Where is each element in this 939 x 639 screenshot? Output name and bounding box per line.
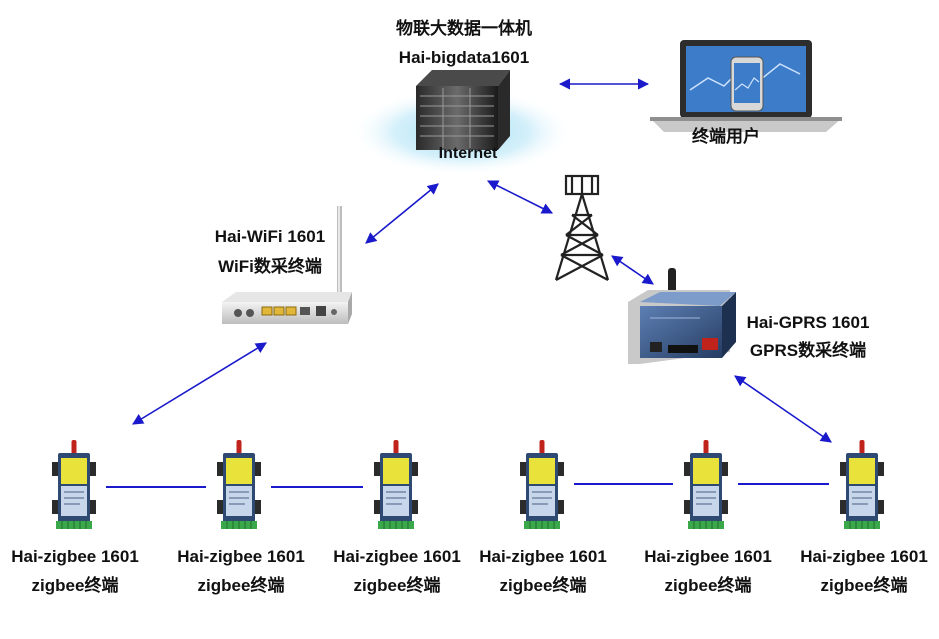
wifi-router-icon	[222, 206, 352, 324]
zigbee-node-desc: zigbee终端	[664, 576, 752, 595]
zigbee-node-name: Hai-zigbee 1601	[479, 547, 607, 566]
zigbee-node-name: Hai-zigbee 1601	[11, 547, 139, 566]
gprs-terminal-name: Hai-GPRS 1601	[746, 313, 870, 332]
wifi-terminal-name: Hai-WiFi 1601	[214, 227, 326, 246]
wifi-terminal-desc: WiFi数采终端	[218, 257, 322, 276]
zigbee-node-desc: zigbee终端	[31, 576, 119, 595]
server-title-en: Hai-bigdata1601	[398, 48, 530, 67]
internet-label: Internet	[438, 145, 498, 162]
zigbee-node-desc: zigbee终端	[820, 576, 908, 595]
zigbee-device-icon	[519, 439, 565, 530]
zigbee-node-name: Hai-zigbee 1601	[177, 547, 305, 566]
zigbee-node-desc: zigbee终端	[499, 576, 587, 595]
zigbee-device-icon	[839, 439, 885, 530]
zigbee-device-icon	[216, 439, 262, 530]
zigbee-node-name: Hai-zigbee 1601	[333, 547, 461, 566]
zigbee-node-name: Hai-zigbee 1601	[800, 547, 928, 566]
zigbee-node-name: Hai-zigbee 1601	[644, 547, 772, 566]
server-rack-icon	[416, 70, 510, 150]
link-arrow-internet-tower	[486, 180, 554, 214]
cell-tower-icon	[554, 174, 610, 281]
link-arrow-wifi-zigbee	[132, 342, 267, 425]
server-title-cn: 物联大数据一体机	[396, 19, 532, 38]
zigbee-device-icon	[683, 439, 729, 530]
gprs-terminal-desc: GPRS数采终端	[749, 341, 867, 360]
end-user-label: 终端用户	[692, 127, 760, 146]
smartphone-icon	[730, 56, 764, 112]
link-arrow-gprs-zigbee	[734, 375, 832, 443]
zigbee-node-desc: zigbee终端	[353, 576, 441, 595]
zigbee-node-desc: zigbee终端	[197, 576, 285, 595]
link-arrow-tower-gprs	[611, 255, 654, 285]
zigbee-device-icon	[51, 439, 97, 530]
link-arrow-internet-wifi	[365, 183, 439, 244]
zigbee-device-icon	[373, 439, 419, 530]
gprs-terminal-icon	[628, 268, 736, 364]
